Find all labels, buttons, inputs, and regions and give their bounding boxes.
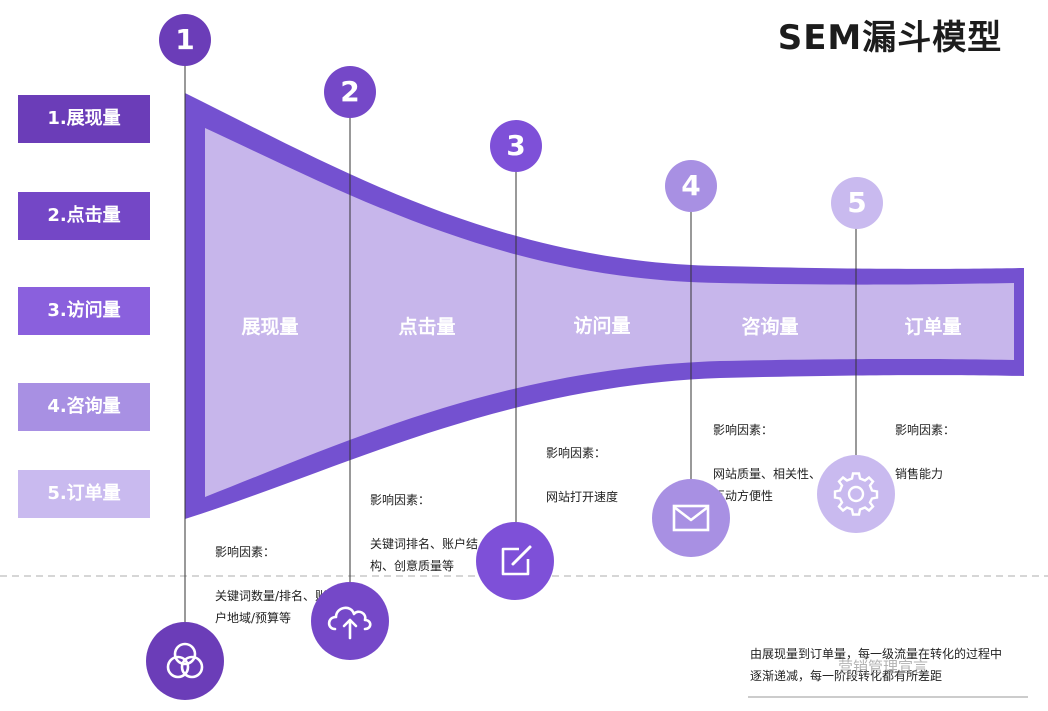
step-number-5: 5 <box>831 177 883 229</box>
cloud-upload-icon <box>311 582 389 660</box>
step-number-3: 3 <box>490 120 542 172</box>
factor-title-5: 影响因素： <box>895 423 956 437</box>
factor-text-4: 影响因素： 网站质量、相关性、 互动方便性 <box>713 397 821 507</box>
funnel-label-visits: 访问量 <box>573 315 631 337</box>
factor-title-4: 影响因素： <box>713 423 774 437</box>
funnel-label-clicks: 点击量 <box>398 316 456 338</box>
factor-detail-3: 网站打开速度 <box>546 490 619 504</box>
step-number-1: 1 <box>159 14 211 66</box>
page-title: SEM漏斗模型 <box>777 18 1003 58</box>
funnel-inner <box>205 128 1014 497</box>
edit-icon <box>476 522 554 600</box>
funnel-label-impressions: 展现量 <box>241 316 299 338</box>
side-label-orders: 5.订单量 <box>18 470 150 518</box>
factor-title-1: 影响因素： <box>215 545 276 559</box>
gear-icon <box>817 455 895 533</box>
factor-text-3: 影响因素： 网站打开速度 <box>546 420 618 508</box>
step-number-4: 4 <box>665 160 717 212</box>
summary-note: 由展现量到订单量，每一级流量在转化的过程中 逐渐递减，每一阶段转化都有所差距 <box>750 647 1003 683</box>
side-label-visits: 3.访问量 <box>18 287 150 335</box>
watermark: 营销管理宣言 <box>838 658 929 676</box>
factor-detail-5: 销售能力 <box>895 467 944 481</box>
factor-text-2: 影响因素： 关键词排名、账户结 构、创意质量等 <box>370 467 478 577</box>
factor-detail-2: 关键词排名、账户结 构、创意质量等 <box>370 537 479 573</box>
mail-icon <box>652 479 730 557</box>
step-number-2: 2 <box>324 66 376 118</box>
side-label-clicks: 2.点击量 <box>18 192 150 240</box>
factor-detail-4: 网站质量、相关性、 互动方便性 <box>713 467 822 503</box>
factor-title-3: 影响因素： <box>546 446 607 460</box>
factor-text-5: 影响因素： 销售能力 <box>895 397 955 485</box>
side-label-inquiries: 4.咨询量 <box>18 383 150 431</box>
side-label-impressions: 1.展现量 <box>18 95 150 143</box>
factor-text-1: 影响因素： 关键词数量/排名、账 户地域/预算等 <box>215 519 327 629</box>
funnel-label-orders: 订单量 <box>904 316 962 338</box>
factor-detail-1: 关键词数量/排名、账 户地域/预算等 <box>215 589 328 625</box>
user-group-icon <box>146 622 224 700</box>
funnel-label-inquiries: 咨询量 <box>741 316 799 338</box>
factor-title-2: 影响因素： <box>370 493 431 507</box>
